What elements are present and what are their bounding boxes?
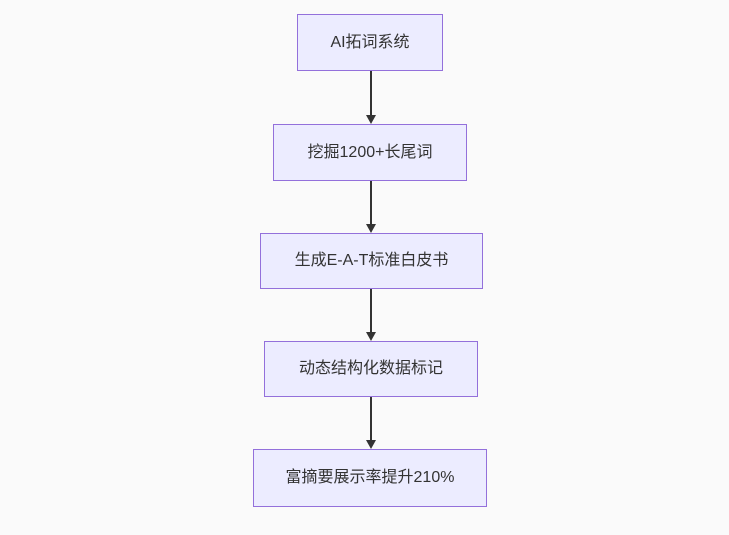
flow-arrow-4 [365, 397, 377, 449]
flow-arrow-3 [365, 289, 377, 341]
arrow-line [370, 181, 372, 225]
arrow-line [370, 397, 372, 441]
flow-node-label: AI拓词系统 [330, 33, 410, 51]
arrow-head-icon [366, 440, 376, 449]
arrow-head-icon [366, 332, 376, 341]
arrow-head-icon [366, 224, 376, 233]
flow-node-eat-whitepaper: 生成E-A-T标准白皮书 [260, 233, 483, 289]
flow-node-label: 动态结构化数据标记 [298, 360, 443, 378]
arrow-line [370, 289, 372, 333]
flow-node-rich-snippet-uplift: 富摘要展示率提升210% [253, 449, 487, 507]
flow-node-label: 生成E-A-T标准白皮书 [294, 252, 449, 270]
flow-node-label: 富摘要展示率提升210% [285, 469, 455, 487]
flow-node-structured-data-markup: 动态结构化数据标记 [264, 341, 478, 397]
flow-node-longtail-mining: 挖掘1200+长尾词 [273, 124, 467, 181]
arrow-line [370, 71, 372, 116]
flow-arrow-1 [365, 71, 377, 124]
flow-node-label: 挖掘1200+长尾词 [307, 143, 433, 161]
flow-node-ai-word-expansion: AI拓词系统 [297, 14, 443, 71]
flow-arrow-2 [365, 181, 377, 233]
arrow-head-icon [366, 115, 376, 124]
